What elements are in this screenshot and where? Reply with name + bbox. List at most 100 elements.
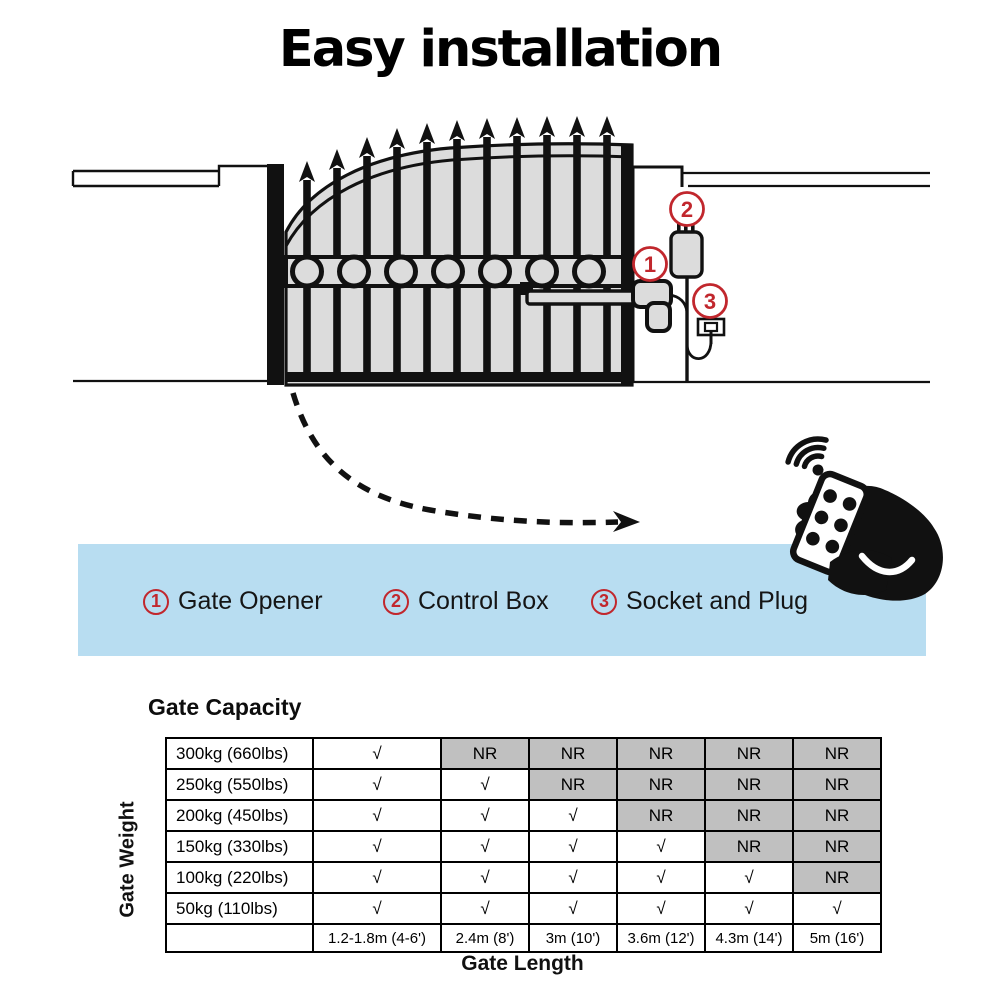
capacity-cell: √: [616, 892, 706, 925]
table-row: 150kg (330lbs) √ √ √ √ NR NR: [165, 830, 882, 863]
svg-text:2: 2: [681, 197, 693, 222]
hand-icon: [789, 470, 943, 601]
callout-1: 1: [632, 246, 668, 282]
table-row: 300kg (660lbs) √ NR NR NR NR NR: [165, 737, 882, 770]
legend-label-gate-opener: Gate Opener: [178, 587, 323, 615]
capacity-cell: NR: [704, 799, 794, 832]
fingers-overlay: [828, 550, 892, 595]
capacity-cell: √: [528, 830, 618, 863]
gate-right-frame: [621, 145, 632, 385]
gate-post: [267, 164, 284, 385]
gate-opener: [520, 279, 673, 333]
corner-cell: [165, 923, 314, 953]
capacity-cell: √: [440, 799, 530, 832]
capacity-cell: NR: [704, 737, 794, 770]
capacity-cell: √: [792, 892, 882, 925]
legend-number-1: 1: [143, 588, 169, 615]
swing-arrow: [290, 392, 640, 532]
remote-control-icon: [789, 470, 871, 576]
capacity-cell: √: [528, 892, 618, 925]
length-cell: 4.3m (14'): [704, 923, 794, 953]
capacity-cell: √: [312, 799, 442, 832]
weight-cell: 150kg (330lbs): [165, 830, 314, 863]
length-cell: 3m (10'): [528, 923, 618, 953]
capacity-cell: √: [616, 830, 706, 863]
installation-diagram: 1 2 3: [71, 116, 930, 532]
weight-cell: 100kg (220lbs): [165, 861, 314, 894]
weight-cell: 200kg (450lbs): [165, 799, 314, 832]
table-row: 100kg (220lbs) √ √ √ √ √ NR: [165, 861, 882, 894]
legend-number-2: 2: [383, 588, 409, 615]
callout-3: 3: [692, 283, 728, 319]
diagram-callouts: 1 2 3: [632, 191, 728, 319]
control-box: [669, 222, 704, 279]
left-wall: [71, 164, 279, 383]
capacity-cell: NR: [704, 768, 794, 801]
capacity-cell: NR: [792, 830, 882, 863]
capacity-cell: √: [312, 861, 442, 894]
col-axis-label: Gate Length: [461, 952, 584, 975]
capacity-cell: NR: [792, 737, 882, 770]
capacity-cell: NR: [792, 768, 882, 801]
weight-cell: 250kg (550lbs): [165, 768, 314, 801]
capacity-cell: NR: [528, 768, 618, 801]
length-header-row: 1.2-1.8m (4-6') 2.4m (8') 3m (10') 3.6m …: [165, 923, 882, 953]
length-cell: 2.4m (8'): [440, 923, 530, 953]
capacity-cell: NR: [616, 768, 706, 801]
gate-bottom-rail: [286, 372, 632, 382]
wifi-signal-icon: [785, 436, 829, 476]
capacity-cell: √: [312, 892, 442, 925]
page-title: Easy installation: [278, 20, 723, 79]
arrowhead: [613, 511, 640, 532]
capacity-cell: NR: [616, 799, 706, 832]
capacity-cell: NR: [616, 737, 706, 770]
legend-number-3: 3: [591, 588, 617, 615]
capacity-cell: √: [312, 768, 442, 801]
legend-item-control-box: 2 Control Box: [383, 587, 549, 616]
capacity-cell: NR: [792, 799, 882, 832]
capacity-cell: NR: [528, 737, 618, 770]
capacity-cell: NR: [704, 830, 794, 863]
legend-band: [78, 544, 926, 656]
socket-and-plug: [696, 317, 726, 344]
row-axis-label: Gate Weight: [116, 801, 139, 918]
callout-2: 2: [669, 191, 705, 227]
capacity-cell: NR: [440, 737, 530, 770]
capacity-table: 300kg (660lbs) √ NR NR NR NR NR 250kg (5…: [165, 737, 882, 953]
capacity-cell: NR: [792, 861, 882, 894]
legend-item-gate-opener: 1 Gate Opener: [143, 587, 323, 616]
capacity-cell: √: [704, 892, 794, 925]
capacity-cell: √: [528, 861, 618, 894]
length-cell: 5m (16'): [792, 923, 882, 953]
weight-cell: 50kg (110lbs): [165, 892, 314, 925]
capacity-cell: √: [440, 768, 530, 801]
gate-leaf: [284, 116, 634, 387]
capacity-cell: √: [528, 799, 618, 832]
remote-hand-icon: [785, 436, 943, 601]
svg-text:3: 3: [704, 289, 716, 314]
svg-text:1: 1: [644, 252, 656, 277]
length-cell: 3.6m (12'): [616, 923, 706, 953]
capacity-cell: √: [440, 830, 530, 863]
legend-label-socket-and-plug: Socket and Plug: [626, 587, 809, 615]
gate-rings: [290, 254, 606, 289]
thumb-crease: [858, 552, 916, 576]
opener-arm: [525, 289, 641, 306]
capacity-cell: √: [704, 861, 794, 894]
table-row: 50kg (110lbs) √ √ √ √ √ √: [165, 892, 882, 925]
legend-label-control-box: Control Box: [418, 587, 549, 615]
table-row: 200kg (450lbs) √ √ √ NR NR NR: [165, 799, 882, 832]
legend-item-socket-and-plug: 3 Socket and Plug: [591, 587, 808, 616]
table-row: 250kg (550lbs) √ √ NR NR NR NR: [165, 768, 882, 801]
capacity-cell: √: [440, 892, 530, 925]
capacity-cell: √: [312, 737, 442, 770]
capacity-heading: Gate Capacity: [148, 694, 302, 720]
length-cell: 1.2-1.8m (4-6'): [312, 923, 442, 953]
capacity-table-grid: 300kg (660lbs) √ NR NR NR NR NR 250kg (5…: [165, 737, 882, 953]
wire-socket: [685, 340, 713, 360]
opener-motor-head: [645, 301, 672, 333]
capacity-cell: √: [312, 830, 442, 863]
capacity-cell: √: [616, 861, 706, 894]
capacity-cell: √: [440, 861, 530, 894]
weight-cell: 300kg (660lbs): [165, 737, 314, 770]
